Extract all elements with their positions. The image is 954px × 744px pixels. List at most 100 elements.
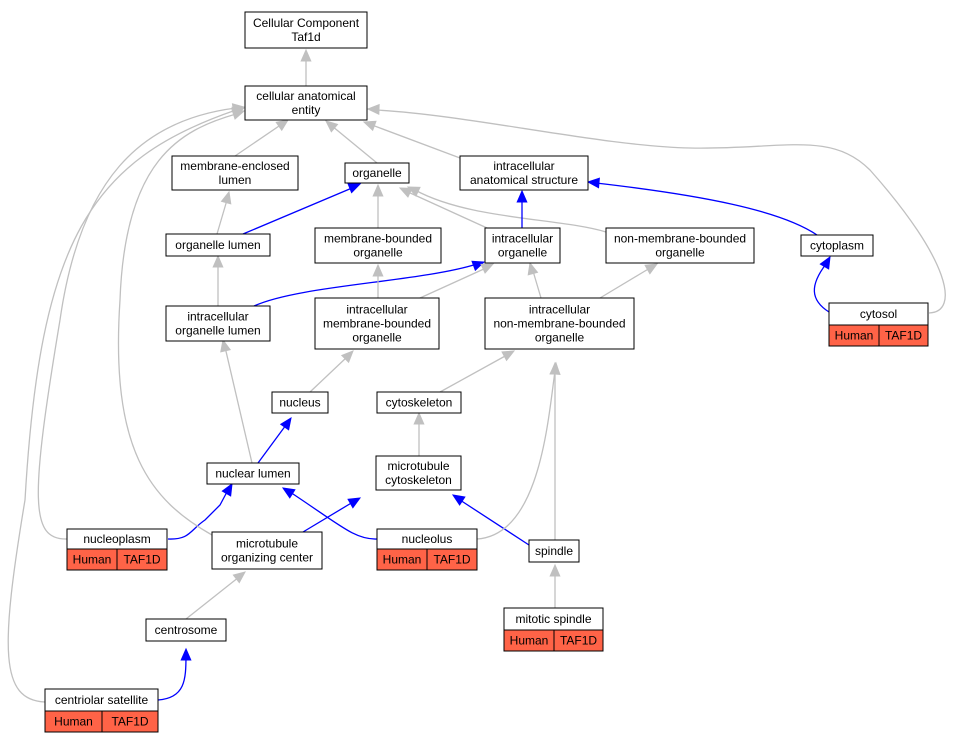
term-node-nl[interactable]: nuclear lumen — [206, 462, 300, 485]
is-a-edge — [398, 187, 488, 229]
arrow-head — [347, 497, 362, 509]
gene-cell — [426, 548, 478, 571]
is-a-edge — [220, 338, 253, 464]
species-label: Human — [73, 553, 112, 567]
is-a-edge — [362, 120, 461, 159]
is-a-edge — [413, 411, 425, 456]
term-label: intracellular — [493, 159, 554, 173]
term-box — [528, 539, 580, 563]
part-of-edge — [253, 260, 486, 307]
term-label: organelle — [498, 246, 548, 260]
arrow-head — [220, 190, 232, 205]
term-label: centrosome — [155, 623, 218, 637]
term-label: microtubule — [236, 537, 298, 551]
is-a-edge — [476, 361, 561, 540]
part-of-edge — [813, 255, 831, 313]
species-label: Human — [383, 553, 422, 567]
arrow-head — [398, 187, 413, 198]
gene-cell — [878, 324, 929, 347]
term-box — [484, 297, 635, 350]
term-label: anatomical structure — [470, 173, 578, 187]
is-a-edge — [406, 186, 607, 233]
is-a-edge — [216, 190, 232, 235]
term-box — [244, 85, 368, 121]
term-node-ol[interactable]: organelle lumen — [165, 233, 271, 257]
is-a-edge — [372, 183, 384, 228]
term-node-cytoplasm[interactable]: cytoplasm — [800, 234, 874, 257]
gene-label: TAF1D — [111, 715, 148, 729]
arrow-head — [180, 647, 192, 661]
term-node-organelle[interactable]: organelle — [344, 162, 410, 184]
term-box — [459, 155, 589, 191]
term-label: organelle — [352, 331, 402, 345]
term-node-cytoskeleton[interactable]: cytoskeleton — [376, 391, 462, 414]
arrow-head — [275, 119, 290, 132]
is-a-edge — [185, 571, 246, 620]
part-of-edge — [586, 177, 818, 236]
term-label: intracellular — [346, 303, 407, 317]
arrow-head — [366, 103, 380, 115]
term-label: cytosol — [860, 307, 897, 321]
term-label: spindle — [535, 544, 573, 558]
arrow-head — [372, 263, 384, 277]
part-of-edge — [451, 494, 530, 546]
term-node-centrosome[interactable]: centrosome — [145, 618, 227, 642]
term-label: intracellular — [529, 303, 590, 317]
term-node-inmbo[interactable]: intracellularnon-membrane-boundedorganel… — [484, 297, 635, 350]
term-box — [171, 155, 299, 191]
term-label: organelle — [655, 246, 705, 260]
arrow-head — [372, 183, 384, 197]
gene-cell — [116, 548, 168, 571]
term-node-nucleus[interactable]: nucleus — [271, 391, 329, 414]
part-of-edge — [257, 416, 292, 464]
term-node-spindle[interactable]: spindle — [528, 539, 580, 563]
term-label: centriolar satellite — [55, 693, 149, 707]
is-a-edge — [527, 261, 542, 299]
part-of-edge — [242, 183, 362, 235]
arrow-head — [340, 350, 354, 364]
arrow-head — [231, 109, 246, 120]
term-box — [800, 234, 874, 257]
term-box — [375, 455, 462, 491]
term-box — [206, 462, 300, 485]
term-box — [145, 618, 227, 642]
term-label: cytoskeleton — [386, 396, 453, 410]
term-box — [244, 11, 368, 49]
arrow-head — [471, 260, 486, 272]
term-label: cytoplasm — [810, 239, 864, 253]
edge-layer — [7, 48, 946, 703]
part-of-edge — [516, 189, 528, 228]
part-of-edge — [302, 497, 362, 533]
is-a-edge — [549, 361, 561, 540]
arrow-head — [325, 120, 339, 133]
arrow-head — [644, 263, 659, 275]
term-label: organelle — [352, 166, 402, 180]
arrow-head — [516, 189, 528, 203]
term-box — [344, 162, 410, 184]
term-label: mitotic spindle — [515, 612, 591, 626]
term-box — [165, 233, 271, 257]
term-label: nucleus — [279, 396, 320, 410]
term-box — [314, 297, 440, 350]
is-a-edge — [549, 563, 561, 608]
term-label: organelle — [535, 331, 585, 345]
term-label: membrane-bounded — [324, 232, 432, 246]
arrow-head — [480, 263, 495, 274]
